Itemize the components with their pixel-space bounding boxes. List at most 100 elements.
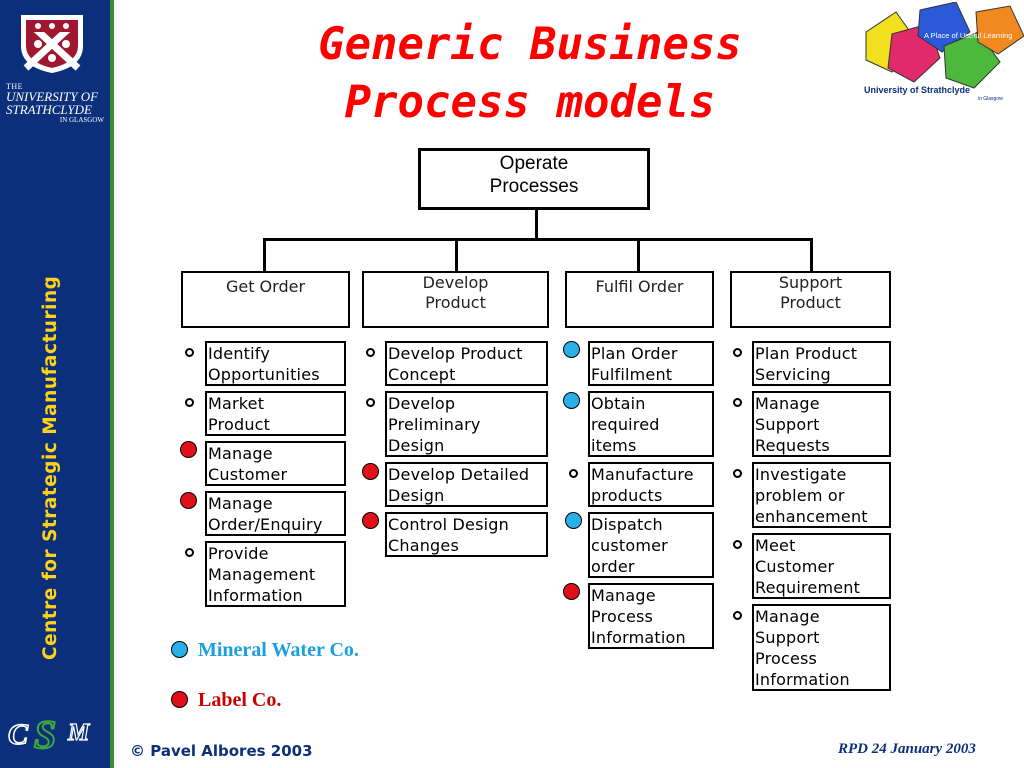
bullet-icon — [185, 398, 194, 407]
logo-tagline: A Place of Useful Learning — [924, 31, 1012, 40]
title-line-2: Process models — [344, 77, 716, 128]
activity-line: Information — [208, 586, 303, 605]
activity-control-design-changes: Control Design Changes — [385, 512, 548, 557]
page-title: Generic Business Process models — [270, 16, 790, 132]
activity-line: Information — [591, 628, 686, 647]
activity-develop-detailed-design: Develop Detailed Design — [385, 462, 548, 507]
category-get-order: Get Order — [181, 271, 350, 328]
activity-line: enhancement — [755, 507, 868, 526]
activity-line: Provide — [208, 544, 269, 563]
activity-line: Manage — [755, 607, 820, 626]
activity-line: Obtain — [591, 394, 646, 413]
activity-line: Process — [591, 607, 654, 626]
legend-mineral-water-label: Mineral Water Co. — [198, 639, 359, 661]
uni-glasgow: IN GLASGOW — [59, 116, 104, 124]
connector-cat-4 — [810, 238, 813, 272]
university-logo-icon: A Place of Useful Learning University of… — [864, 2, 1024, 102]
bullet-icon — [733, 611, 742, 620]
activity-line: Changes — [388, 536, 459, 555]
activity-line: Information — [755, 670, 850, 689]
footer-author: Pavel Albores 2003 — [150, 742, 313, 760]
activity-manage-customer: Manage Customer — [205, 441, 346, 486]
activity-manage-order-enquiry: Manage Order/Enquiry — [205, 491, 346, 536]
title-line-1: Generic Business — [318, 19, 742, 70]
activity-line: products — [591, 486, 663, 505]
activity-line: order — [591, 557, 635, 576]
activity-line: Design — [388, 436, 445, 455]
activity-dispatch-customer-order: Dispatch customer order — [588, 512, 714, 578]
activity-line: Manufacture — [591, 465, 694, 484]
activity-develop-product-concept: Develop Product Concept — [385, 341, 548, 386]
activity-obtain-required-items: Obtain required items — [588, 391, 714, 457]
label-co-marker-icon — [362, 463, 379, 480]
activity-line: Manage — [208, 444, 273, 463]
activity-develop-preliminary-design: Develop Preliminary Design — [385, 391, 548, 457]
activity-line: Meet — [755, 536, 796, 555]
connector-cat-1 — [263, 238, 266, 272]
category-support-product: Support Product — [730, 271, 891, 328]
activity-line: items — [591, 436, 637, 455]
category-label: Get Order — [225, 277, 306, 296]
bullet-icon — [366, 348, 375, 357]
activity-line: Manage — [591, 586, 656, 605]
footer-copyright: © Pavel Albores 2003 — [130, 742, 313, 760]
university-crest-icon — [21, 15, 83, 74]
activity-plan-order-fulfilment: Plan Order Fulfilment — [588, 341, 714, 386]
activity-line: Customer — [208, 465, 288, 484]
mineral-water-marker-icon — [563, 341, 580, 358]
activity-line: Management — [208, 565, 316, 584]
sidebar: THE UNIVERSITY OF STRATHCLYDE IN GLASGOW… — [0, 0, 110, 768]
activity-line: Plan Order — [591, 344, 678, 363]
activity-line: Investigate — [755, 465, 847, 484]
activity-line: Dispatch — [591, 515, 663, 534]
category-label-2: Product — [425, 293, 486, 312]
activity-line: Preliminary — [388, 415, 481, 434]
connector-cat-2 — [455, 238, 458, 272]
bullet-icon — [733, 398, 742, 407]
activity-plan-product-servicing: Plan Product Servicing — [752, 341, 891, 386]
activity-line: Process — [755, 649, 818, 668]
uni-the: THE — [6, 82, 24, 91]
activity-line: Plan Product — [755, 344, 858, 363]
category-label: Support — [778, 273, 843, 292]
label-co-marker-icon — [180, 492, 197, 509]
uni-university: UNIVERSITY OF — [6, 89, 99, 104]
activity-investigate-problem: Investigate problem or enhancement — [752, 462, 891, 528]
logo-sub: in Glasgow — [978, 96, 1003, 102]
activity-line: Control Design — [388, 515, 509, 534]
activity-line: Market — [208, 394, 265, 413]
category-label: Fulfil Order — [595, 277, 684, 296]
activity-identify-opportunities: Identify Opportunities — [205, 341, 346, 386]
uni-strathclyde: STRATHCLYDE — [6, 102, 92, 117]
csm-logo-icon: C S M — [7, 711, 91, 756]
root-node-operate-processes: Operate Processes — [418, 148, 650, 210]
category-label: Develop — [422, 273, 489, 292]
activity-line: Develop Detailed — [388, 465, 530, 484]
category-fulfil-order: Fulfil Order — [565, 271, 714, 328]
svg-text:C: C — [8, 718, 29, 751]
mineral-water-marker-icon — [565, 512, 582, 529]
connector-horizontal — [263, 238, 813, 241]
activity-line: Fulfilment — [591, 365, 673, 384]
activity-provide-management-information: Provide Management Information — [205, 541, 346, 607]
activity-manufacture-products: Manufacture products — [588, 462, 714, 507]
activity-market-product: Market Product — [205, 391, 346, 436]
activity-line: Opportunities — [208, 365, 320, 384]
bullet-icon — [733, 540, 742, 549]
activity-line: Design — [388, 486, 445, 505]
bullet-icon — [185, 548, 194, 557]
copyright-icon: © — [130, 742, 145, 760]
activity-line: Support — [755, 415, 820, 434]
activity-line: Requirement — [755, 578, 861, 597]
svg-text:M: M — [67, 720, 91, 746]
category-develop-product: Develop Product — [362, 271, 549, 328]
category-label-2: Product — [780, 293, 841, 312]
activity-manage-process-information: Manage Process Information — [588, 583, 714, 649]
connector-root-down — [535, 210, 538, 240]
activity-manage-support-requests: Manage Support Requests — [752, 391, 891, 457]
activity-line: Manage — [755, 394, 820, 413]
activity-line: Develop — [388, 394, 456, 413]
label-co-marker-icon — [563, 583, 580, 600]
activity-line: problem or — [755, 486, 845, 505]
activity-line: Customer — [755, 557, 835, 576]
